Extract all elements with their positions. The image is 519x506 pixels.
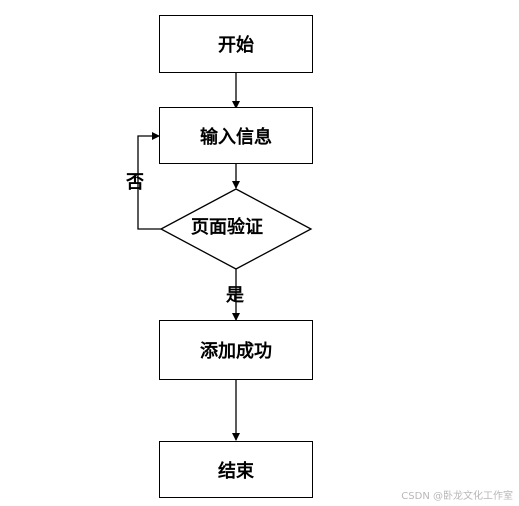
success-node-label: 添加成功	[200, 341, 272, 362]
success-node: 添加成功	[159, 320, 313, 380]
watermark: CSDN @卧龙文化工作室	[401, 491, 513, 502]
input-node: 输入信息	[159, 107, 313, 164]
end-node: 结束	[159, 441, 313, 498]
decision-node-label: 页面验证	[191, 217, 263, 238]
start-node-label: 开始	[218, 35, 254, 56]
yes-branch-label: 是	[226, 285, 244, 306]
start-node: 开始	[159, 15, 313, 73]
arrow-no-loop	[137, 132, 161, 230]
input-node-label: 输入信息	[200, 126, 272, 148]
no-branch-label: 否	[126, 172, 144, 193]
end-node-label: 结束	[218, 460, 254, 482]
